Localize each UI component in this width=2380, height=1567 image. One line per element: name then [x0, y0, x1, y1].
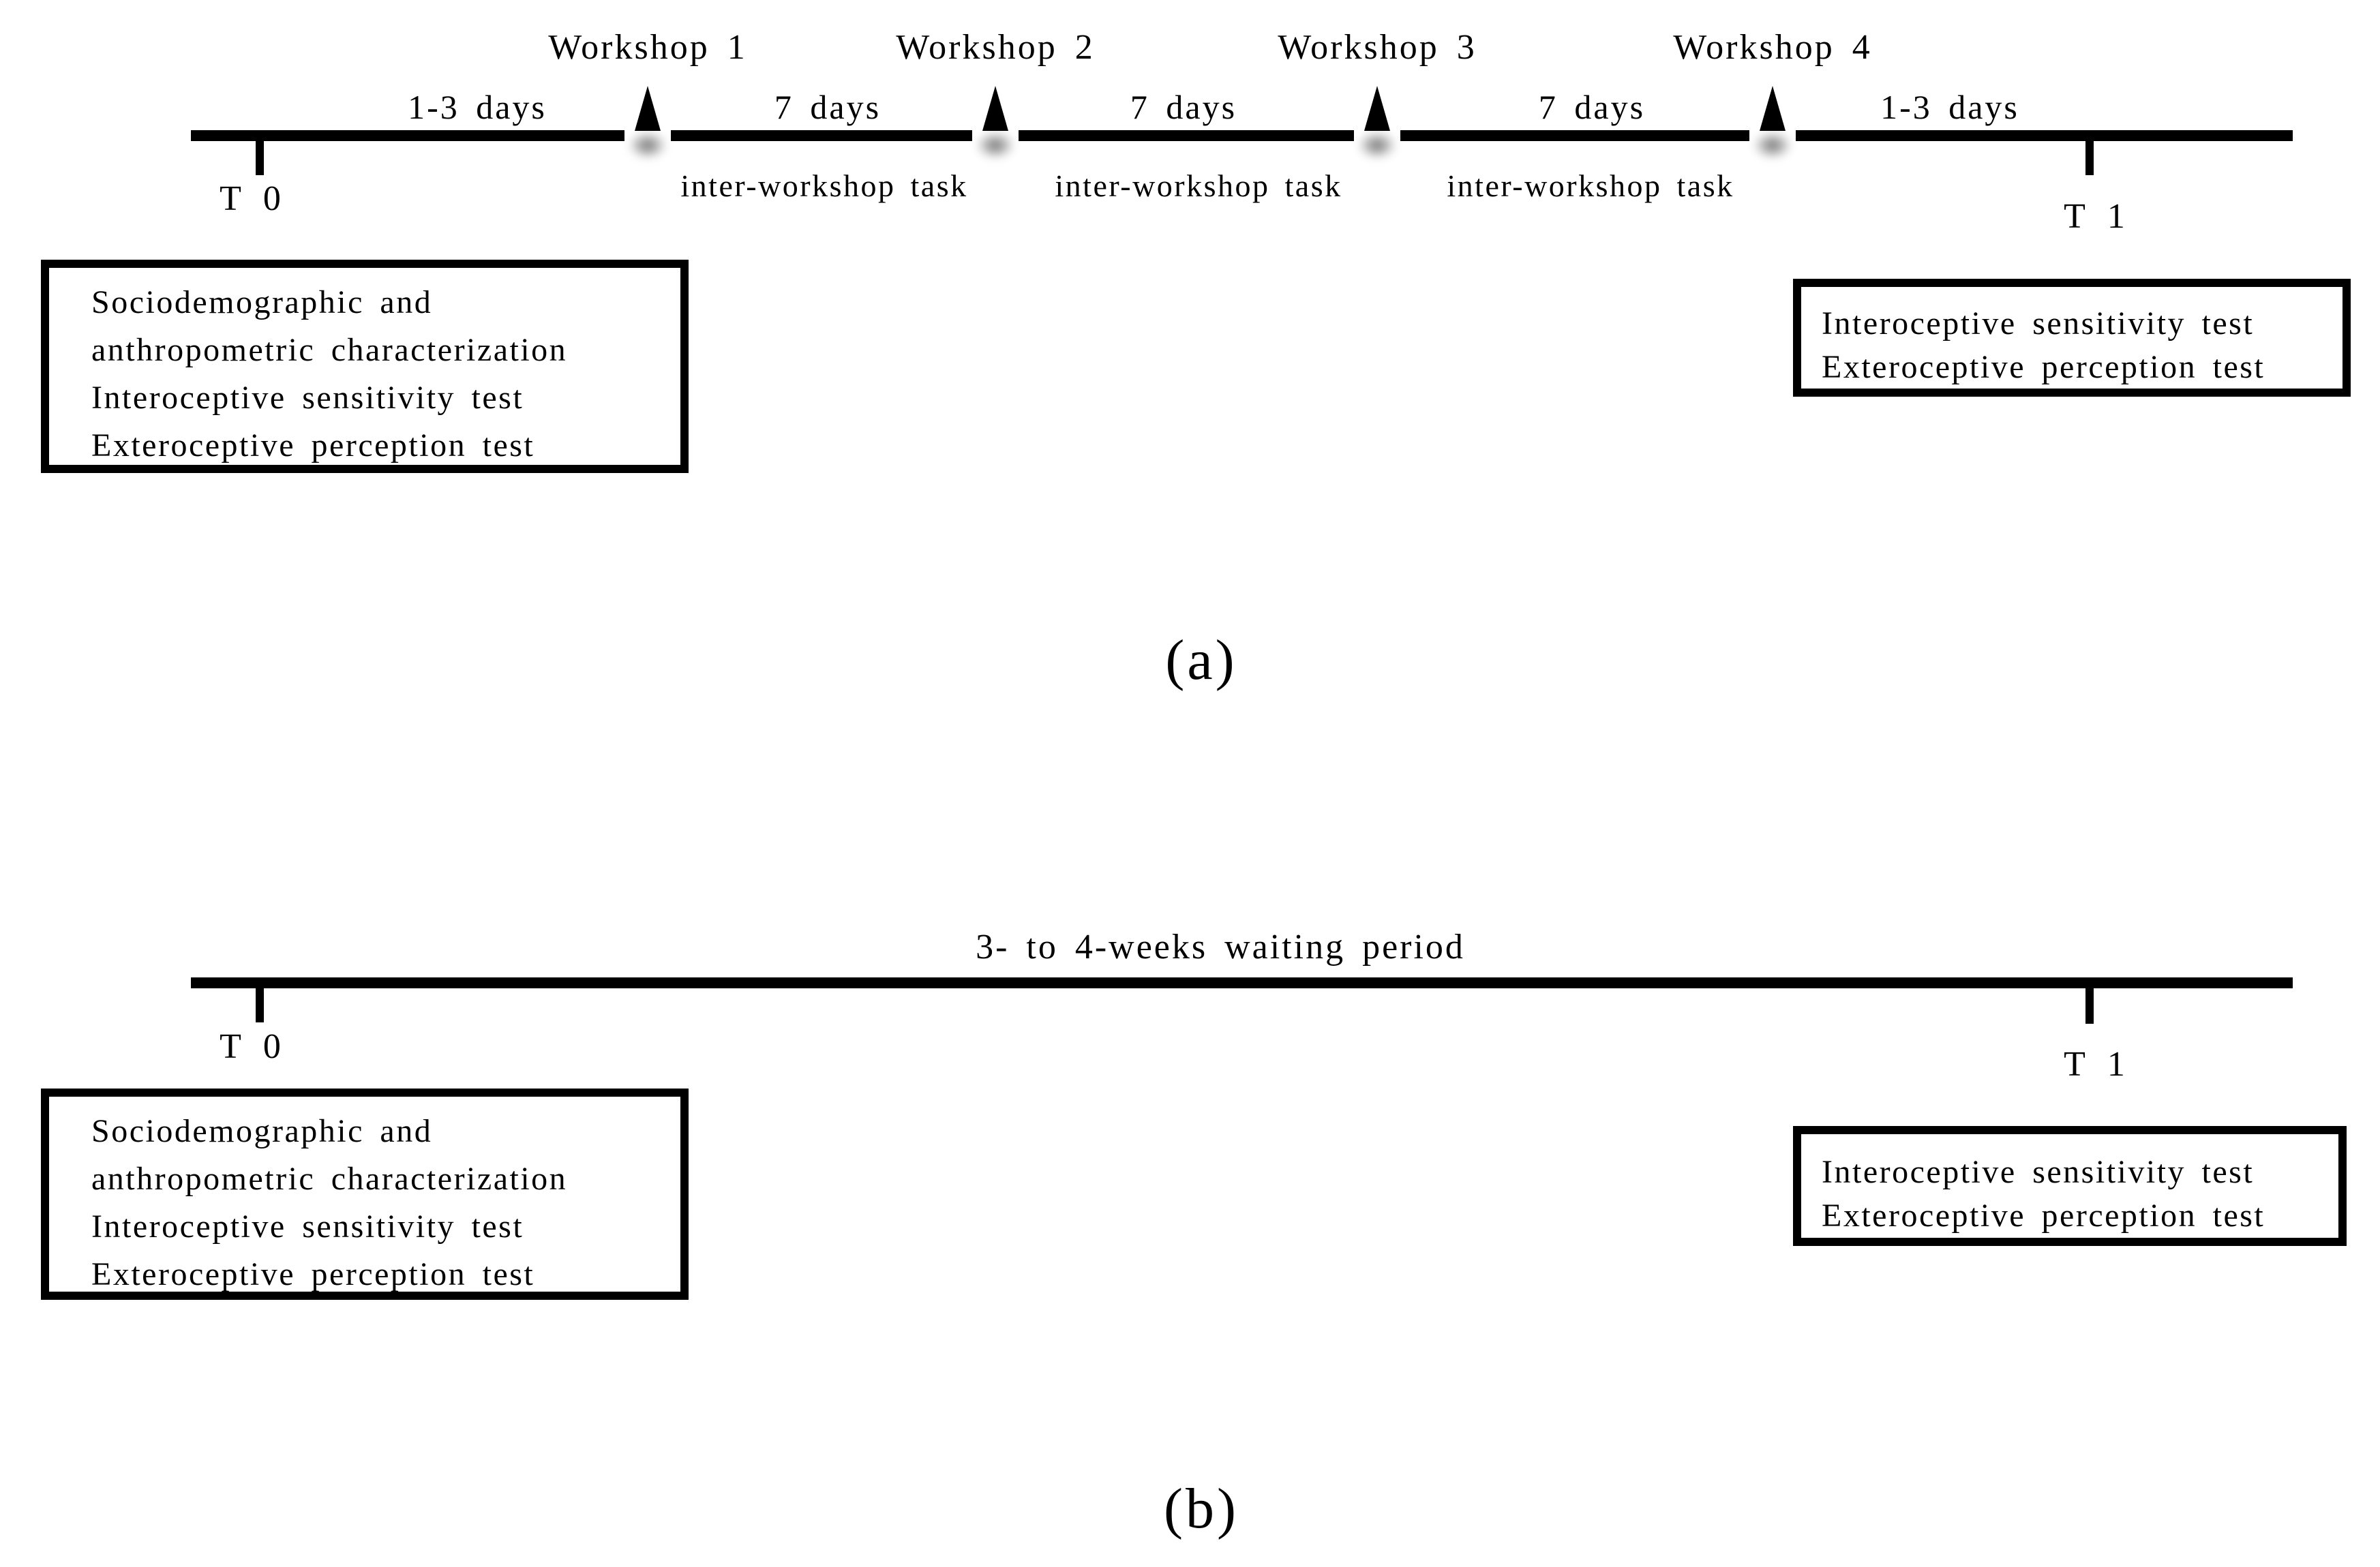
- box-line: Interoceptive sensitivity test: [1822, 1154, 2255, 1190]
- box-line: Sociodemographic and: [91, 284, 433, 320]
- triangle-shadow-3: [1357, 131, 1397, 159]
- t0-tick-b: [256, 988, 264, 1022]
- t1-assessments-box-b: Interoceptive sensitivity test Exterocep…: [1793, 1126, 2347, 1246]
- box-line: anthropometric characterization: [91, 332, 568, 368]
- timeline-line-b: [191, 977, 2293, 988]
- workshop-marker-triangle-3-icon: [1364, 86, 1390, 131]
- interval-label-2: 7 days: [774, 88, 882, 126]
- interval-label-4: 7 days: [1538, 88, 1646, 126]
- triangle-shadow-1: [628, 131, 667, 159]
- workshop-4-label: Workshop 4: [1673, 28, 1872, 67]
- t1-assessments-box-a: Interoceptive sensitivity test Exterocep…: [1793, 279, 2351, 397]
- t1-tick-a: [2085, 141, 2094, 175]
- triangle-shadow-4: [1753, 131, 1792, 159]
- t0-label-a: T 0: [220, 179, 288, 218]
- t0-tick-a: [256, 141, 264, 175]
- t0-assessments-box-a: Sociodemographic and anthropometric char…: [41, 260, 689, 473]
- panel-b-caption: (b): [1164, 1477, 1239, 1540]
- t1-tick-b: [2085, 988, 2094, 1024]
- box-line: Interoceptive sensitivity test: [91, 380, 524, 416]
- box-line: Sociodemographic and: [91, 1113, 433, 1149]
- box-line: Exteroceptive perception test: [91, 1256, 535, 1292]
- interval-label-1: 1-3 days: [408, 88, 547, 126]
- workshop-1-label: Workshop 1: [548, 28, 747, 67]
- t1-label-b: T 1: [2064, 1045, 2132, 1084]
- box-line: anthropometric characterization: [91, 1161, 568, 1197]
- box-line: Interoceptive sensitivity test: [91, 1208, 524, 1245]
- workshop-marker-triangle-2-icon: [982, 86, 1008, 131]
- workshop-marker-triangle-4-icon: [1760, 86, 1786, 131]
- triangle-shadow-2: [976, 131, 1015, 159]
- waiting-period-label: 3- to 4-weeks waiting period: [976, 928, 1465, 967]
- timeline-line-a: [191, 130, 2293, 141]
- box-line: Exteroceptive perception test: [91, 427, 535, 463]
- box-line: Exteroceptive perception test: [1822, 349, 2265, 385]
- interval-label-3: 7 days: [1130, 88, 1237, 126]
- interval-label-5: 1-3 days: [1880, 88, 2019, 126]
- workshop-2-label: Workshop 2: [896, 28, 1095, 67]
- box-line: Interoceptive sensitivity test: [1822, 305, 2255, 341]
- workshop-marker-triangle-1-icon: [635, 86, 661, 131]
- t1-label-a: T 1: [2064, 197, 2132, 236]
- inter-workshop-task-label-3: inter-workshop task: [1447, 168, 1734, 203]
- t0-assessments-box-b: Sociodemographic and anthropometric char…: [41, 1089, 689, 1300]
- box-line: Exteroceptive perception test: [1822, 1198, 2265, 1234]
- workshop-3-label: Workshop 3: [1278, 28, 1477, 67]
- panel-a-caption: (a): [1165, 628, 1237, 692]
- inter-workshop-task-label-2: inter-workshop task: [1055, 168, 1342, 203]
- inter-workshop-task-label-1: inter-workshop task: [680, 168, 968, 203]
- t0-label-b: T 0: [220, 1027, 288, 1066]
